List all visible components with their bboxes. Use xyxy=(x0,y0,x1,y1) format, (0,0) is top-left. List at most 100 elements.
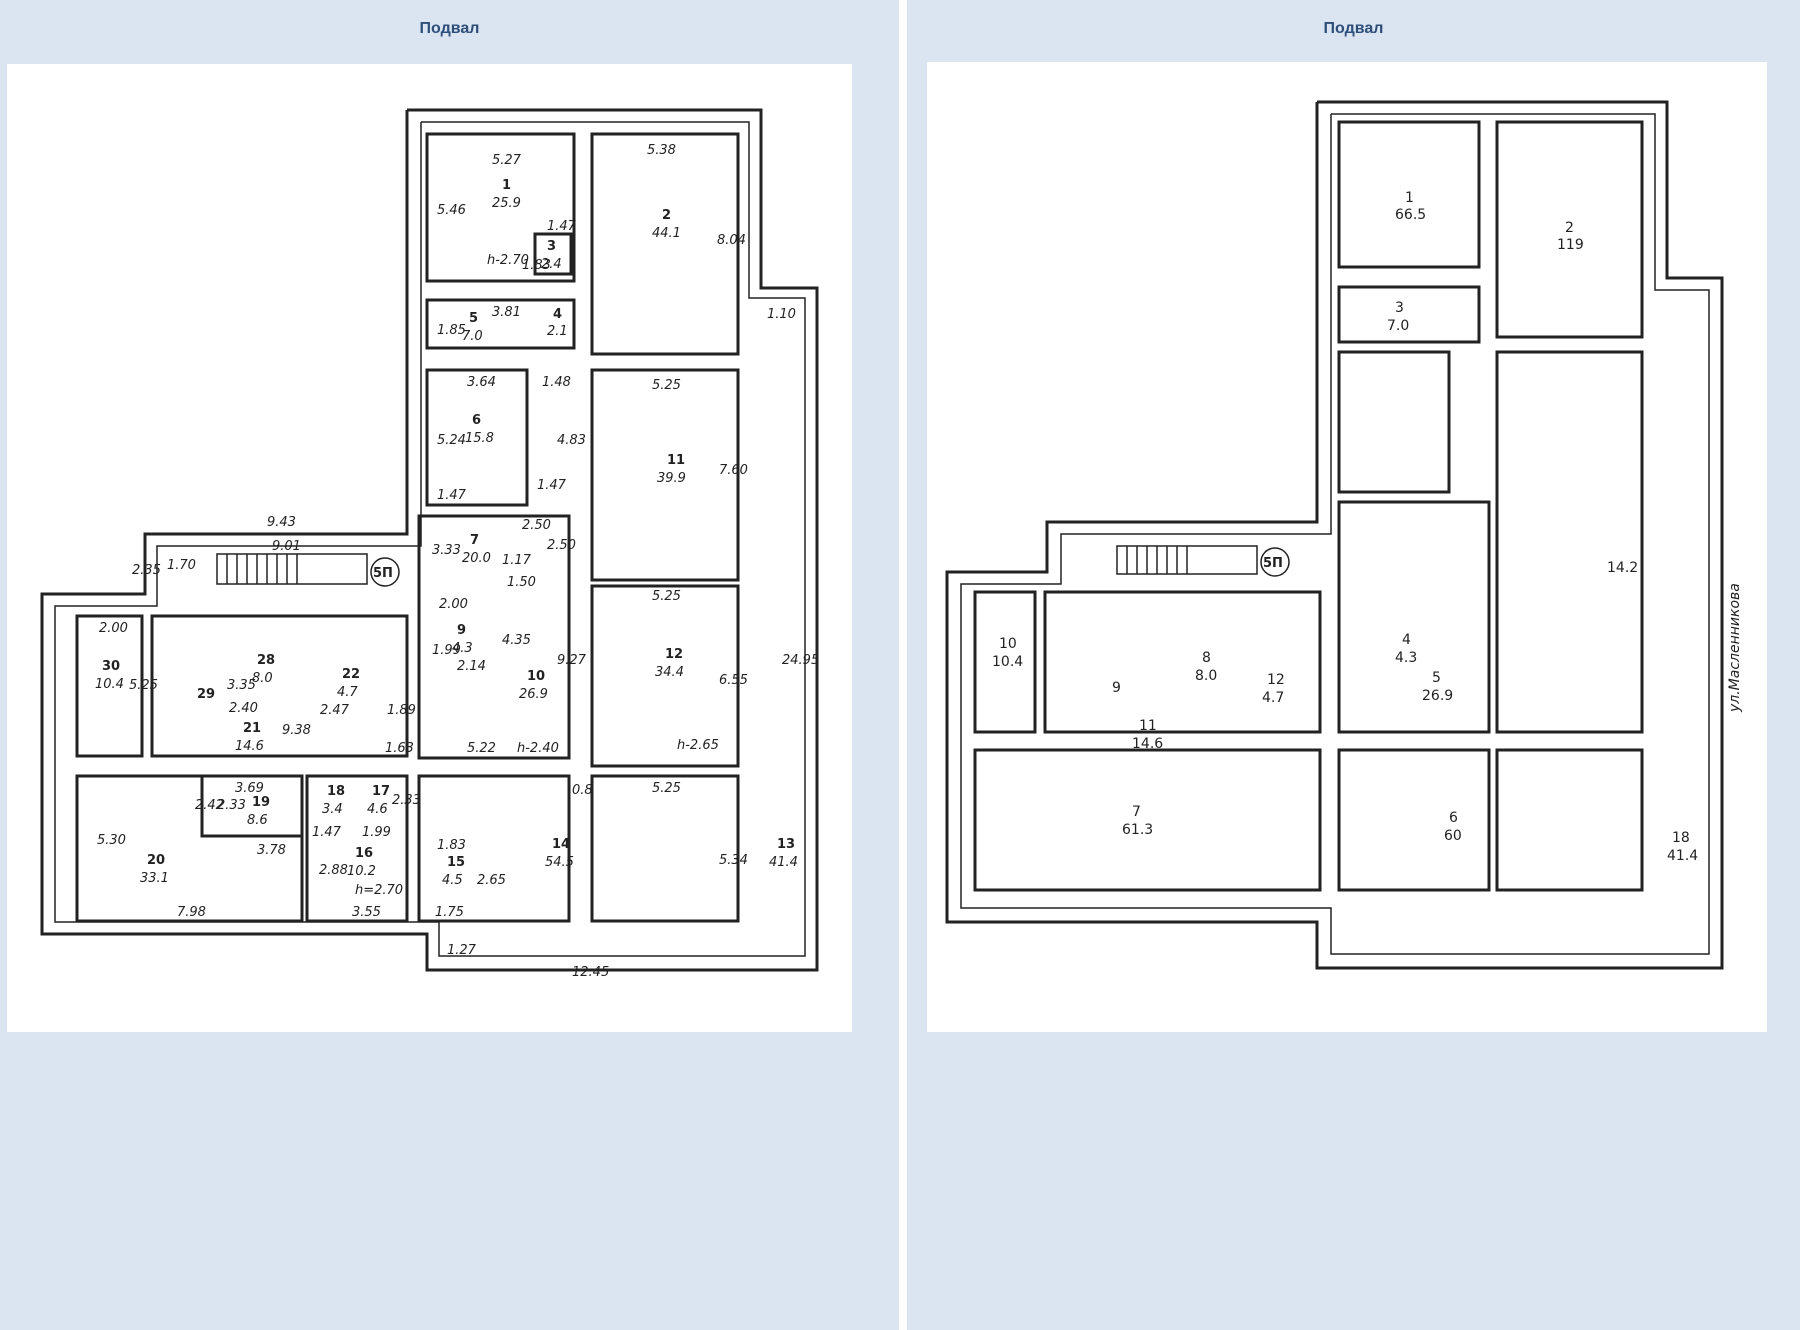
room-area: 4.5 xyxy=(442,873,463,888)
dimension-label: 1.70 xyxy=(167,558,196,573)
room-area: 61.3 xyxy=(1122,822,1153,838)
room-area: 66.5 xyxy=(1395,207,1426,223)
room-area: 2.4 xyxy=(541,257,562,272)
dimension-label: 7.98 xyxy=(177,905,206,920)
dimension-label: 1.48 xyxy=(542,375,571,390)
left-floor-plan: 5П 1 25.9 2 44.1 3 2.4 4 2.1 5 7.0 6 15.… xyxy=(40,108,819,980)
room-area: 4.7 xyxy=(337,685,358,700)
dimension-label: 5.30 xyxy=(97,833,126,848)
room-number: 7 xyxy=(470,533,479,548)
room-area: 54.5 xyxy=(545,855,574,870)
dimension-label: 5.25 xyxy=(652,781,681,796)
dimension-label: 5.22 xyxy=(467,741,496,756)
right-floor-plan-sheet: 5П 1 66.5 2 119 3 7.0 4 4.3 5 26.9 6 60 … xyxy=(927,62,1767,1032)
dimension-label: 9.27 xyxy=(557,653,587,668)
room-area: 7.0 xyxy=(1387,318,1409,334)
room-number: 3 xyxy=(547,239,556,254)
room-number: 29 xyxy=(197,687,215,702)
dimension-label: 9.43 xyxy=(267,515,296,530)
dimension-label: 2.14 xyxy=(457,659,486,674)
room-number: 4 xyxy=(553,307,562,322)
dimension-label: 5.46 xyxy=(437,203,466,218)
dimension-label: 3.33 xyxy=(432,543,461,558)
dimension-label: 2.42 xyxy=(195,798,224,813)
dimension-label: 9.01 xyxy=(272,539,301,554)
room-area: 25.9 xyxy=(492,196,521,211)
dimension-label: 24.95 xyxy=(782,653,819,668)
room-number: 9 xyxy=(457,623,466,638)
dimension-label: 1.89 xyxy=(387,703,416,718)
room-number: 12 xyxy=(665,647,683,662)
dimension-label: 3.78 xyxy=(257,843,286,858)
room-number: 14.2 xyxy=(1607,560,1638,576)
dimension-label: 7.60 xyxy=(719,463,748,478)
room-number: 21 xyxy=(243,721,261,736)
dimension-label: 3.55 xyxy=(352,905,381,920)
dimension-label: 5.38 xyxy=(647,143,676,158)
room-number: 7 xyxy=(1132,804,1141,820)
room-number: 18 xyxy=(327,784,345,799)
room-number: 19 xyxy=(252,795,270,810)
dimension-label: 12.45 xyxy=(572,965,609,980)
room-number: 2 xyxy=(662,208,671,223)
dimension-label: 1.10 xyxy=(767,307,796,322)
room-number: 5 xyxy=(1432,670,1441,686)
dimension-label: h-2.65 xyxy=(677,738,719,753)
room-number: 8 xyxy=(1202,650,1211,666)
room-area: 15.8 xyxy=(465,431,494,446)
dimension-label: 1.99 xyxy=(432,643,461,658)
dimension-label: 2.40 xyxy=(229,701,258,716)
dimension-label: 5.25 xyxy=(652,589,681,604)
dimension-label: 1.85 xyxy=(437,323,466,338)
dimension-label: 1.17 xyxy=(502,553,532,568)
room-area: 119 xyxy=(1557,237,1584,253)
room-number: 9 xyxy=(1112,680,1121,696)
dimension-label: 2.00 xyxy=(99,621,128,636)
room-area: 8.6 xyxy=(247,813,268,828)
room-area: 20.0 xyxy=(462,551,491,566)
room-area: 4.6 xyxy=(367,802,388,817)
room-area: 10.2 xyxy=(347,864,376,879)
room-area: 7.0 xyxy=(462,329,483,344)
dimension-label: 1.75 xyxy=(435,905,464,920)
room-number: 12 xyxy=(1267,672,1285,688)
dimension-label: 0.8 xyxy=(572,783,593,798)
panel-divider xyxy=(899,0,907,1330)
room-area: 8.0 xyxy=(252,671,273,686)
dimension-label: 1.99 xyxy=(362,825,391,840)
room-number: 5 xyxy=(469,311,478,326)
dimension-label: 3.64 xyxy=(467,375,496,390)
dimension-label: 1.83 xyxy=(522,258,551,273)
dimension-label: 5.34 xyxy=(719,853,748,868)
room-number: 1 xyxy=(502,178,511,193)
room-area: 44.1 xyxy=(652,226,681,241)
room-number: 17 xyxy=(372,784,390,799)
left-panel-title: Подвал xyxy=(419,20,480,37)
dimension-label: 2.33 xyxy=(392,793,421,808)
room-number: 13 xyxy=(777,837,795,852)
dimension-label: 5.25 xyxy=(652,378,681,393)
room-area: 33.1 xyxy=(140,871,169,886)
dimension-label: 1.47 xyxy=(547,219,577,234)
dimension-label: h-2.40 xyxy=(517,741,559,756)
room-area: 10.4 xyxy=(992,654,1023,670)
room-number: 10 xyxy=(999,636,1017,652)
dimension-label: 2.33 xyxy=(217,798,246,813)
room-number: 18 xyxy=(1672,830,1690,846)
dimension-label: 4.83 xyxy=(557,433,586,448)
dimension-label: 2.47 xyxy=(320,703,350,718)
dimension-label: 1.63 xyxy=(385,741,414,756)
room-area: 26.9 xyxy=(519,687,548,702)
room-number: 16 xyxy=(355,846,373,861)
room-number: 1 xyxy=(1405,190,1414,206)
dimension-label: h=2.70 xyxy=(355,883,403,898)
dimension-label: 6.55 xyxy=(719,673,748,688)
room-number: 22 xyxy=(342,667,360,682)
room-number: 15 xyxy=(447,855,465,870)
right-panel: Подвал 5П 1 66.5 xyxy=(907,0,1800,1330)
street-label: ул.Масленникова xyxy=(1727,583,1743,713)
stamp-label: 5П xyxy=(373,566,393,581)
room-area: 41.4 xyxy=(769,855,798,870)
dimension-label: 1.47 xyxy=(537,478,567,493)
room-area: 60 xyxy=(1444,828,1462,844)
